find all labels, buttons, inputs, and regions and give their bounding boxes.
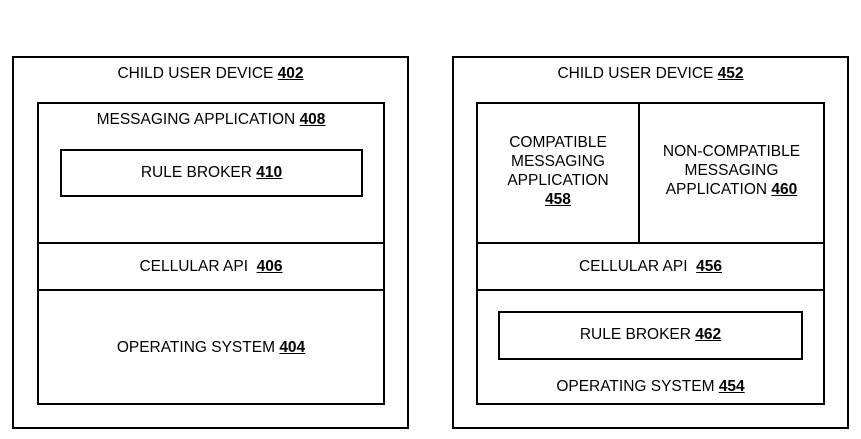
compatible-line-3: APPLICATION xyxy=(507,172,609,189)
cellular-api-ref: 456 xyxy=(696,258,723,275)
device-ref: 402 xyxy=(277,65,304,82)
rule-broker-ref: 410 xyxy=(256,164,283,181)
device-ref: 452 xyxy=(717,65,744,82)
device-title-right: CHILD USER DEVICE 452 xyxy=(452,64,849,83)
rule-broker-462 xyxy=(498,311,803,360)
non-compatible-line-3: APPLICATION 460 xyxy=(638,180,825,199)
cellular-api-left-text: CELLULAR API 406 xyxy=(37,257,385,276)
operating-system-ref: 454 xyxy=(718,378,745,395)
messaging-app-title: MESSAGING APPLICATION 408 xyxy=(37,110,385,129)
compatible-line-1: COMPATIBLE xyxy=(509,134,607,151)
cellular-api-label: CELLULAR API xyxy=(578,258,688,275)
cellular-api-right-text: CELLULAR API 456 xyxy=(476,257,825,276)
operating-system-label: OPERATING SYSTEM xyxy=(116,339,275,356)
cellular-api-406 xyxy=(37,242,385,291)
cellular-api-456 xyxy=(476,242,825,291)
rule-broker-410 xyxy=(60,149,363,197)
rule-broker-ref: 462 xyxy=(695,326,722,343)
operating-system-left-text: OPERATING SYSTEM 404 xyxy=(37,338,385,357)
non-compatible-ref: 460 xyxy=(771,181,798,198)
device-label: CHILD USER DEVICE xyxy=(117,65,274,82)
compatible-messaging-application-458 xyxy=(476,102,640,244)
cellular-api-label: CELLULAR API xyxy=(139,258,249,275)
messaging-app-ref: 408 xyxy=(299,111,326,128)
rule-broker-label: RULE BROKER xyxy=(579,326,691,343)
rule-broker-right-text: RULE BROKER 462 xyxy=(498,325,803,344)
operating-system-404 xyxy=(37,289,385,405)
operating-system-right-text: OPERATING SYSTEM 454 xyxy=(476,377,825,396)
device-title-left: CHILD USER DEVICE 402 xyxy=(12,64,409,83)
cellular-api-ref: 406 xyxy=(256,258,283,275)
non-compatible-last-line: APPLICATION xyxy=(665,181,768,198)
compatible-line-2: MESSAGING xyxy=(511,153,605,170)
non-compatible-app-text: NON-COMPATIBLE MESSAGING APPLICATION 460 xyxy=(638,142,825,199)
compatible-app-text: COMPATIBLE MESSAGING APPLICATION 458 xyxy=(476,133,640,209)
messaging-app-label: MESSAGING APPLICATION xyxy=(96,111,296,128)
non-compatible-line-2: MESSAGING xyxy=(684,162,779,179)
non-compatible-line-1: NON-COMPATIBLE xyxy=(662,143,801,160)
device-label: CHILD USER DEVICE xyxy=(557,65,714,82)
compatible-ref: 458 xyxy=(545,191,571,208)
operating-system-label: OPERATING SYSTEM xyxy=(556,378,715,395)
rule-broker-label: RULE BROKER xyxy=(140,164,252,181)
non-compatible-messaging-application-460 xyxy=(638,102,825,244)
rule-broker-left-text: RULE BROKER 410 xyxy=(60,163,363,182)
operating-system-ref: 404 xyxy=(279,339,306,356)
